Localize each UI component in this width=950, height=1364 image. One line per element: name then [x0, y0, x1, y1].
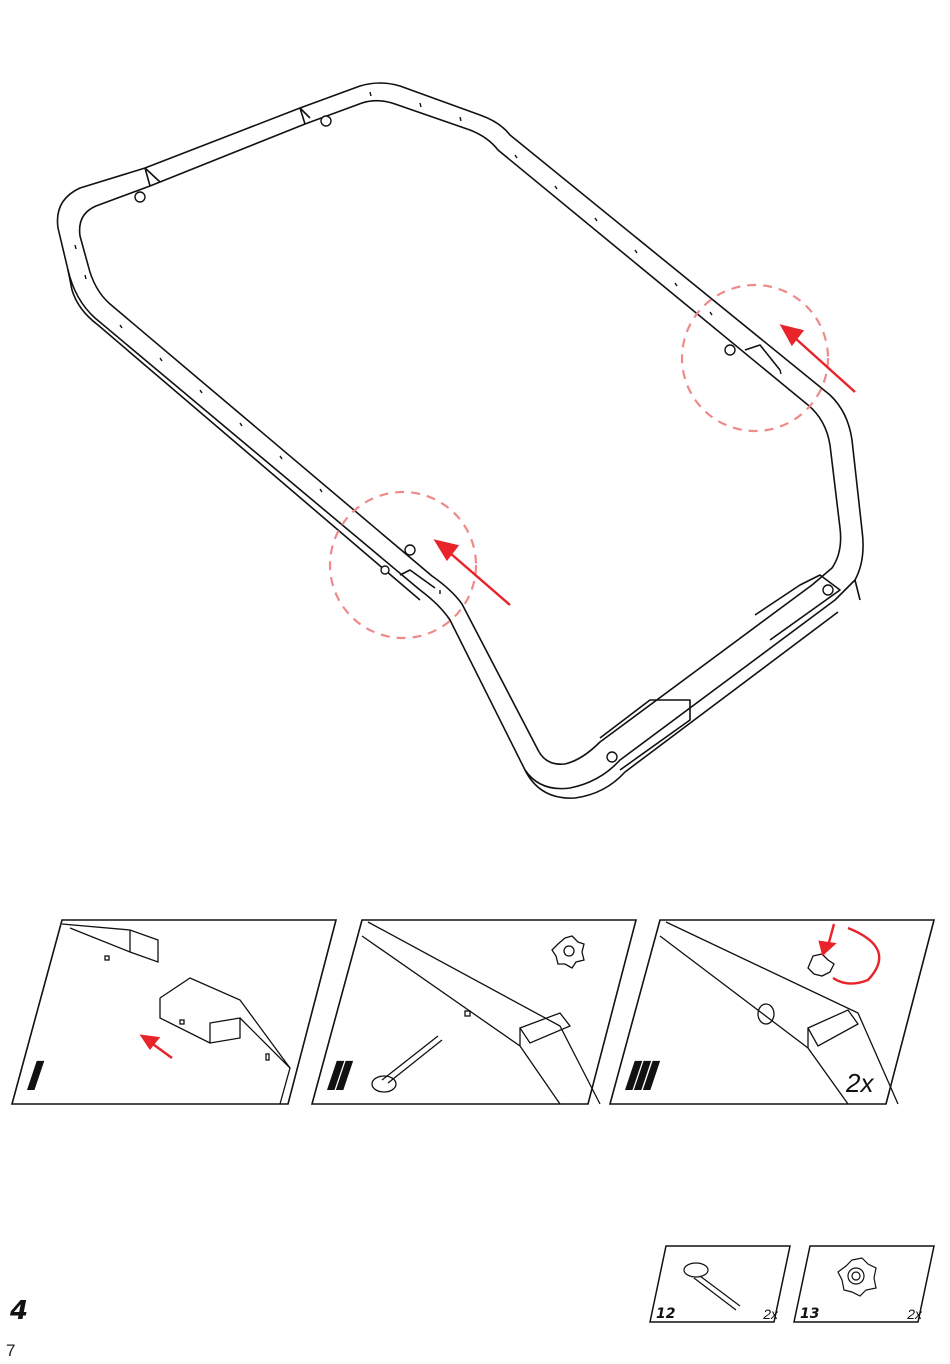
highlight-circle-left [330, 492, 476, 638]
step-number: 4 [10, 1296, 28, 1326]
multiplier-label: 2x [846, 1068, 873, 1099]
frame-assembly-illustration [0, 0, 950, 860]
step-3-drawing [608, 918, 938, 1108]
step-panel-1: I [10, 918, 340, 1108]
part-quantity-13: 2x [907, 1306, 922, 1322]
highlight-circle-right [682, 285, 828, 431]
insert-arrow-icon [436, 541, 510, 605]
page-number: 7 [6, 1341, 15, 1361]
step-1-drawing [10, 918, 340, 1108]
part-number-12: 12 [656, 1306, 675, 1322]
part-quantity-12: 2x [763, 1306, 778, 1322]
step-2-drawing [310, 918, 640, 1108]
insert-arrow-icon [782, 326, 855, 392]
part-box-12: 12 2x [648, 1244, 798, 1324]
part-box-13: 13 2x [792, 1244, 942, 1324]
step-panel-2: II [310, 918, 640, 1108]
part-number-13: 13 [800, 1306, 819, 1322]
step-panel-3: III 2x [608, 918, 938, 1108]
